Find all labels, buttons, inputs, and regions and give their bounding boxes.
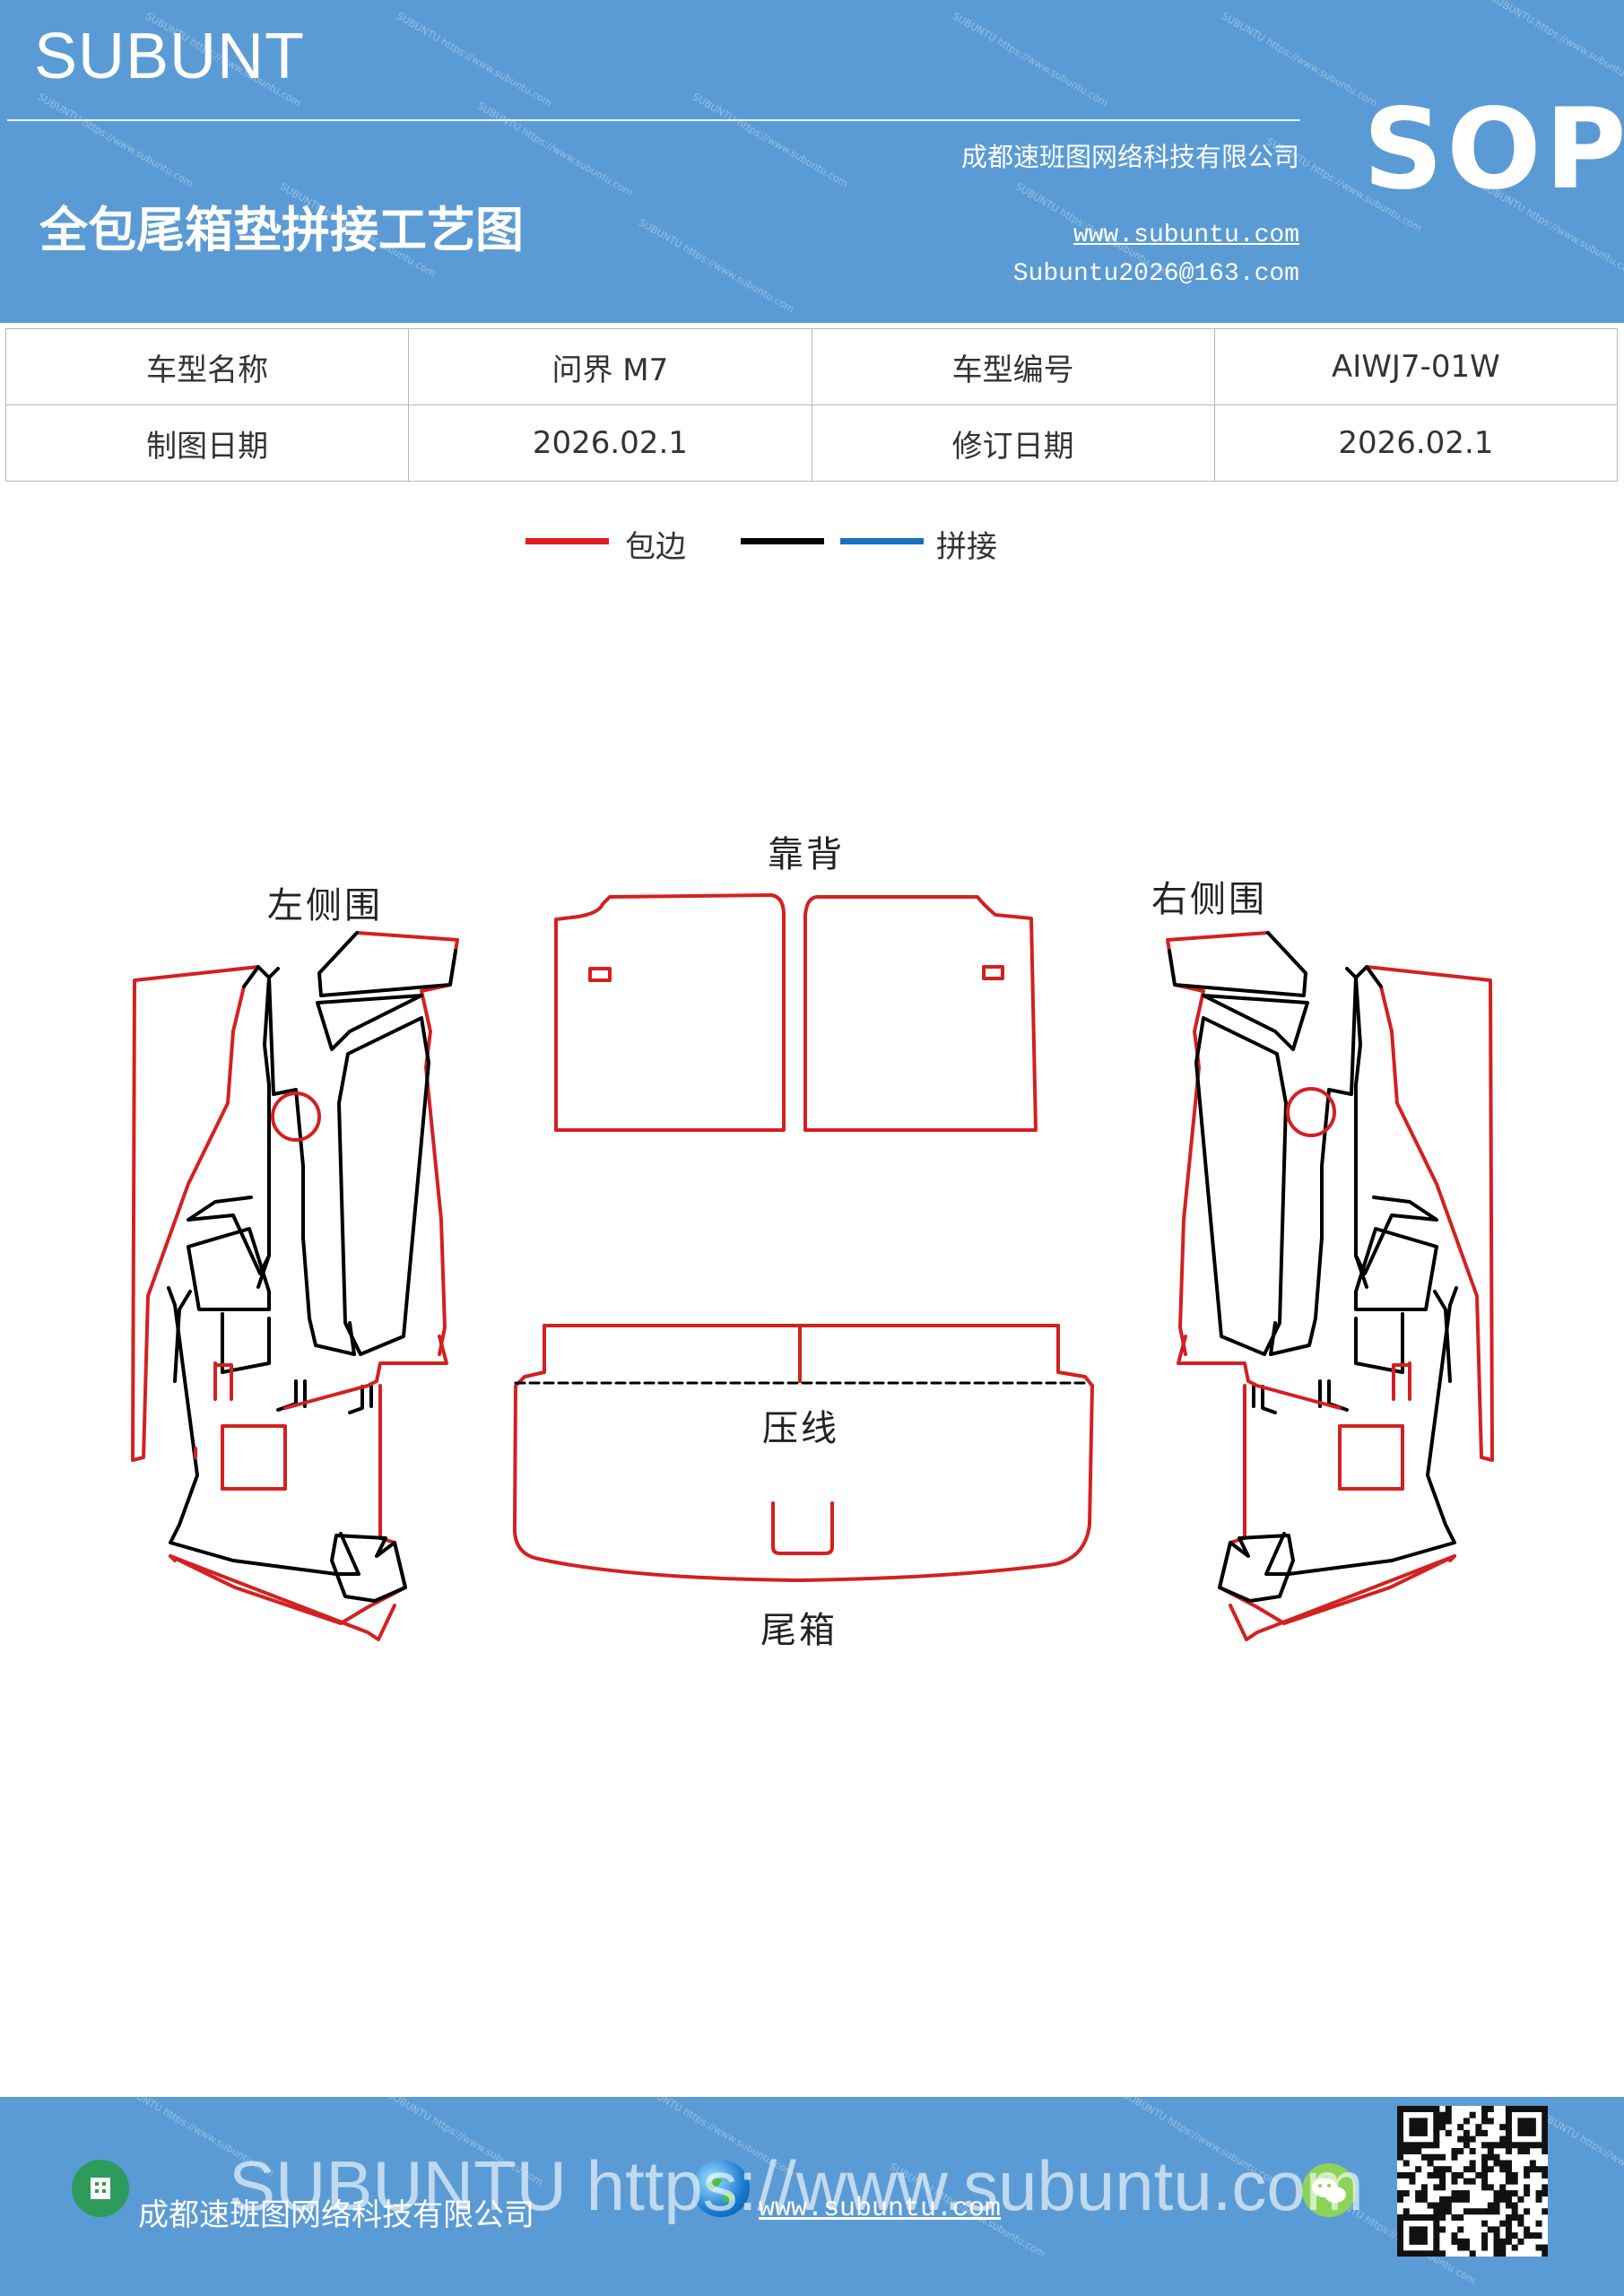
watermark-text: SUBUNTU https://www.subuntu.com	[36, 91, 195, 190]
legend-label-splice: 拼接	[936, 529, 997, 565]
watermark-text: SUBUNTU https://www.subuntu.com	[395, 10, 554, 109]
watermark-text: SUBUNTU https://www.subuntu.com	[690, 91, 850, 190]
globe-icon	[692, 2160, 750, 2217]
watermark-text: SUBUNTU https://www.subuntu.com	[1489, 0, 1624, 91]
revision-date-label: 修订日期	[811, 404, 1215, 482]
company-email[interactable]: Subuntu2026@163.com	[1012, 260, 1299, 288]
legend-swatch-seam	[741, 538, 824, 544]
model-name-label: 车型名称	[4, 328, 410, 405]
right-panel-hole	[1286, 1087, 1336, 1137]
label-right-side: 右侧围	[1151, 879, 1267, 920]
legend-label-edge: 包边	[625, 529, 686, 565]
table-row: 制图日期 2026.02.1 修订日期 2026.02.1	[4, 404, 1619, 482]
mat-pieces-svg	[131, 893, 1494, 1641]
mat-layout-diagram: 左侧围 靠背 右侧围 压线 尾箱	[0, 789, 1624, 1690]
trunk-floor-panel	[512, 1324, 1094, 1582]
footer-website-link[interactable]: www.subuntu.com	[759, 2194, 1002, 2224]
brand-name: SUBUNT	[34, 21, 306, 92]
label-backrest: 靠背	[768, 834, 845, 875]
left-side-panel	[131, 931, 459, 1641]
wechat-icon	[1302, 2163, 1356, 2217]
label-crease: 压线	[762, 1408, 839, 1449]
company-name: 成都速班图网络科技有限公司	[960, 142, 1299, 172]
footer-company-name: 成都速班图网络科技有限公司	[138, 2197, 534, 2233]
header-divider	[7, 119, 1300, 121]
watermark-text: SUBUNTU https://www.subuntu.com	[1220, 10, 1379, 109]
draw-date-label: 制图日期	[4, 404, 410, 482]
watermark-text: SUBUNTU https://www.subuntu.com	[475, 100, 635, 199]
company-website-link[interactable]: www.subuntu.com	[1073, 222, 1299, 249]
revision-date-value: 2026.02.1	[1213, 404, 1619, 482]
document-title: 全包尾箱垫拼接工艺图	[39, 202, 524, 258]
line-legend: 包边 拼接	[0, 520, 1624, 574]
left-panel-hole	[271, 1091, 321, 1142]
model-name-value: 问界 M7	[408, 328, 812, 405]
backrest-panels	[554, 893, 1038, 1132]
vehicle-info-table: 车型名称 问界 M7 车型编号 AIWJ7-01W 制图日期 2026.02.1…	[4, 328, 1619, 482]
label-left-side: 左侧围	[267, 885, 383, 926]
label-trunk: 尾箱	[760, 1610, 838, 1651]
model-code-value: AIWJ7-01W	[1213, 328, 1619, 405]
legend-swatch-splice	[840, 538, 924, 544]
watermark-text: SUBUNTU https://www.subuntu.com	[951, 10, 1110, 109]
right-side-panel	[1166, 931, 1494, 1641]
watermark-text: SUBUNTU https://www.subuntu.com	[637, 216, 796, 316]
qr-code	[1397, 2106, 1549, 2257]
building-icon	[72, 2160, 129, 2217]
model-code-label: 车型编号	[811, 328, 1215, 405]
table-row: 车型名称 问界 M7 车型编号 AIWJ7-01W	[4, 328, 1619, 405]
legend-swatch-edge	[525, 538, 609, 544]
footer-watermark-text: SUBUNTU https://www.subuntu.com	[229, 2146, 1364, 2225]
sop-badge: SOP	[1363, 85, 1624, 214]
draw-date-value: 2026.02.1	[408, 404, 812, 482]
